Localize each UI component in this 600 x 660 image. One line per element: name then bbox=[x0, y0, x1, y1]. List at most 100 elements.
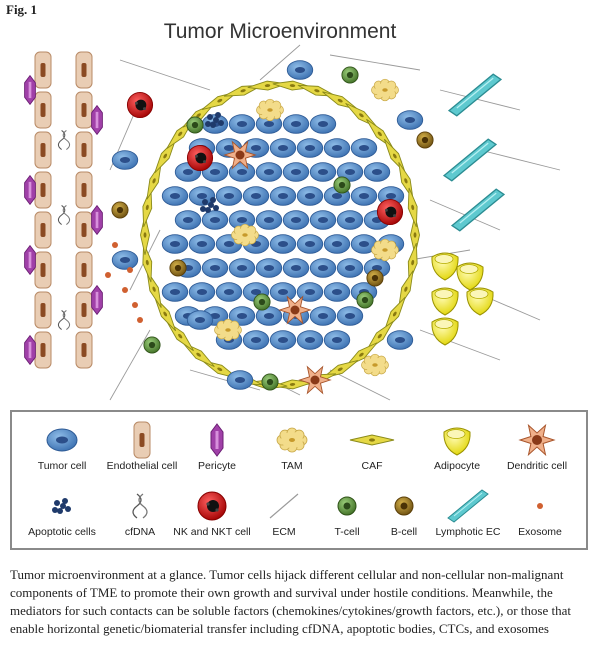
nk-cell bbox=[377, 199, 402, 224]
caf-icon-shape bbox=[350, 435, 394, 445]
tam-cell bbox=[215, 319, 242, 341]
tumor-cell bbox=[243, 187, 269, 206]
tumor-cell bbox=[243, 331, 269, 350]
endothelial-cell-icon-shape bbox=[134, 422, 150, 458]
endothelial-cell-icon bbox=[112, 420, 172, 460]
tumor-cell bbox=[397, 111, 423, 130]
tumor-cell bbox=[175, 211, 201, 230]
t-cell bbox=[254, 294, 270, 310]
tumor-cell bbox=[324, 283, 350, 302]
nk-cell bbox=[127, 92, 152, 117]
endothelial-cell bbox=[35, 292, 51, 328]
ecm-fiber bbox=[110, 330, 150, 400]
exosome-icon-shape bbox=[537, 503, 543, 509]
exosome bbox=[137, 317, 143, 323]
tumor-cell bbox=[310, 163, 336, 182]
caf-icon bbox=[342, 420, 402, 460]
tumor-cell bbox=[256, 211, 282, 230]
dendritic-cell-icon bbox=[507, 420, 567, 460]
tumor-cell bbox=[297, 331, 323, 350]
legend-label: Dendritic cell bbox=[492, 460, 582, 472]
ecm-fiber bbox=[120, 60, 210, 90]
apoptotic-cells-icon-shape bbox=[52, 498, 71, 514]
tam-cell bbox=[362, 354, 389, 376]
endothelial-cell bbox=[76, 292, 92, 328]
tumor-cell bbox=[270, 331, 296, 350]
tumor-cell bbox=[351, 187, 377, 206]
endothelial-cell bbox=[35, 212, 51, 248]
lymphatic-ec bbox=[449, 74, 501, 116]
tumor-cell bbox=[310, 115, 336, 134]
pericyte bbox=[92, 286, 103, 315]
tam-cell bbox=[372, 239, 399, 261]
endothelial-cell bbox=[76, 252, 92, 288]
tumor-cell bbox=[162, 283, 188, 302]
nk-cell-icon-shape bbox=[198, 492, 226, 520]
tumor-cell bbox=[283, 259, 309, 278]
tumor-cell bbox=[351, 139, 377, 158]
tumor-cell bbox=[112, 151, 138, 170]
dendritic-cell-icon-shape bbox=[520, 425, 554, 454]
adipocyte bbox=[467, 288, 493, 315]
tumor-cell bbox=[229, 115, 255, 134]
tumor-cell bbox=[324, 235, 350, 254]
tumor-cell bbox=[310, 211, 336, 230]
caf-cell bbox=[143, 269, 166, 309]
endothelial-cell bbox=[35, 252, 51, 288]
b-cell bbox=[367, 270, 383, 286]
endothelial-cell bbox=[76, 172, 92, 208]
adipocyte bbox=[432, 318, 458, 345]
tam-cell bbox=[257, 99, 284, 121]
tumor-cell bbox=[229, 259, 255, 278]
exosome-icon bbox=[510, 486, 570, 526]
nk-cell bbox=[187, 145, 212, 170]
adipocyte bbox=[457, 263, 483, 290]
legend-item-caf: CAF bbox=[327, 420, 417, 472]
legend-label: CAF bbox=[327, 460, 417, 472]
dendritic-cell bbox=[300, 367, 331, 393]
tumor-cell bbox=[297, 187, 323, 206]
endothelial-cell bbox=[35, 52, 51, 88]
tumor-cell bbox=[324, 139, 350, 158]
lymphatic-ec-icon-shape bbox=[448, 490, 488, 522]
endothelial-cell bbox=[35, 132, 51, 168]
tumor-cell bbox=[324, 331, 350, 350]
tumor-cell bbox=[162, 235, 188, 254]
cfdna bbox=[58, 310, 69, 329]
pericyte bbox=[25, 76, 36, 105]
caf-cell bbox=[139, 187, 155, 228]
tumor-cell bbox=[189, 283, 215, 302]
ecm-fiber bbox=[480, 150, 560, 170]
t-cell bbox=[334, 177, 350, 193]
ecm-fiber bbox=[420, 330, 500, 360]
pericyte bbox=[92, 106, 103, 135]
tumor-cell bbox=[189, 235, 215, 254]
legend-item-dendritic-cell: Dendritic cell bbox=[492, 420, 582, 472]
tam-cell bbox=[232, 224, 259, 246]
legend-item-tam: TAM bbox=[247, 420, 337, 472]
legend-item-tumor-cell: Tumor cell bbox=[17, 420, 107, 472]
tumor-cell bbox=[337, 259, 363, 278]
tumor-cell bbox=[387, 331, 413, 350]
pericyte bbox=[25, 336, 36, 365]
tumor-cell bbox=[227, 371, 253, 390]
tumor-cell bbox=[187, 311, 213, 330]
tumor-cell bbox=[270, 139, 296, 158]
b-cell bbox=[170, 260, 186, 276]
caf-cell bbox=[395, 269, 418, 309]
tumor-cell bbox=[297, 139, 323, 158]
tumor-cell bbox=[287, 61, 313, 80]
tumor-cell-icon-shape bbox=[47, 429, 77, 451]
tumor-cell bbox=[202, 211, 228, 230]
tumor-cell bbox=[283, 115, 309, 134]
tumor-cell bbox=[364, 163, 390, 182]
tumor-cell bbox=[283, 211, 309, 230]
adipocyte-icon-shape bbox=[444, 428, 470, 455]
tumor-cell bbox=[270, 235, 296, 254]
endothelial-cell bbox=[76, 212, 92, 248]
caf-cell bbox=[405, 187, 421, 228]
exosome bbox=[112, 242, 118, 248]
adipocyte bbox=[432, 253, 458, 280]
tumor-cell bbox=[202, 259, 228, 278]
t-cell bbox=[187, 117, 203, 133]
